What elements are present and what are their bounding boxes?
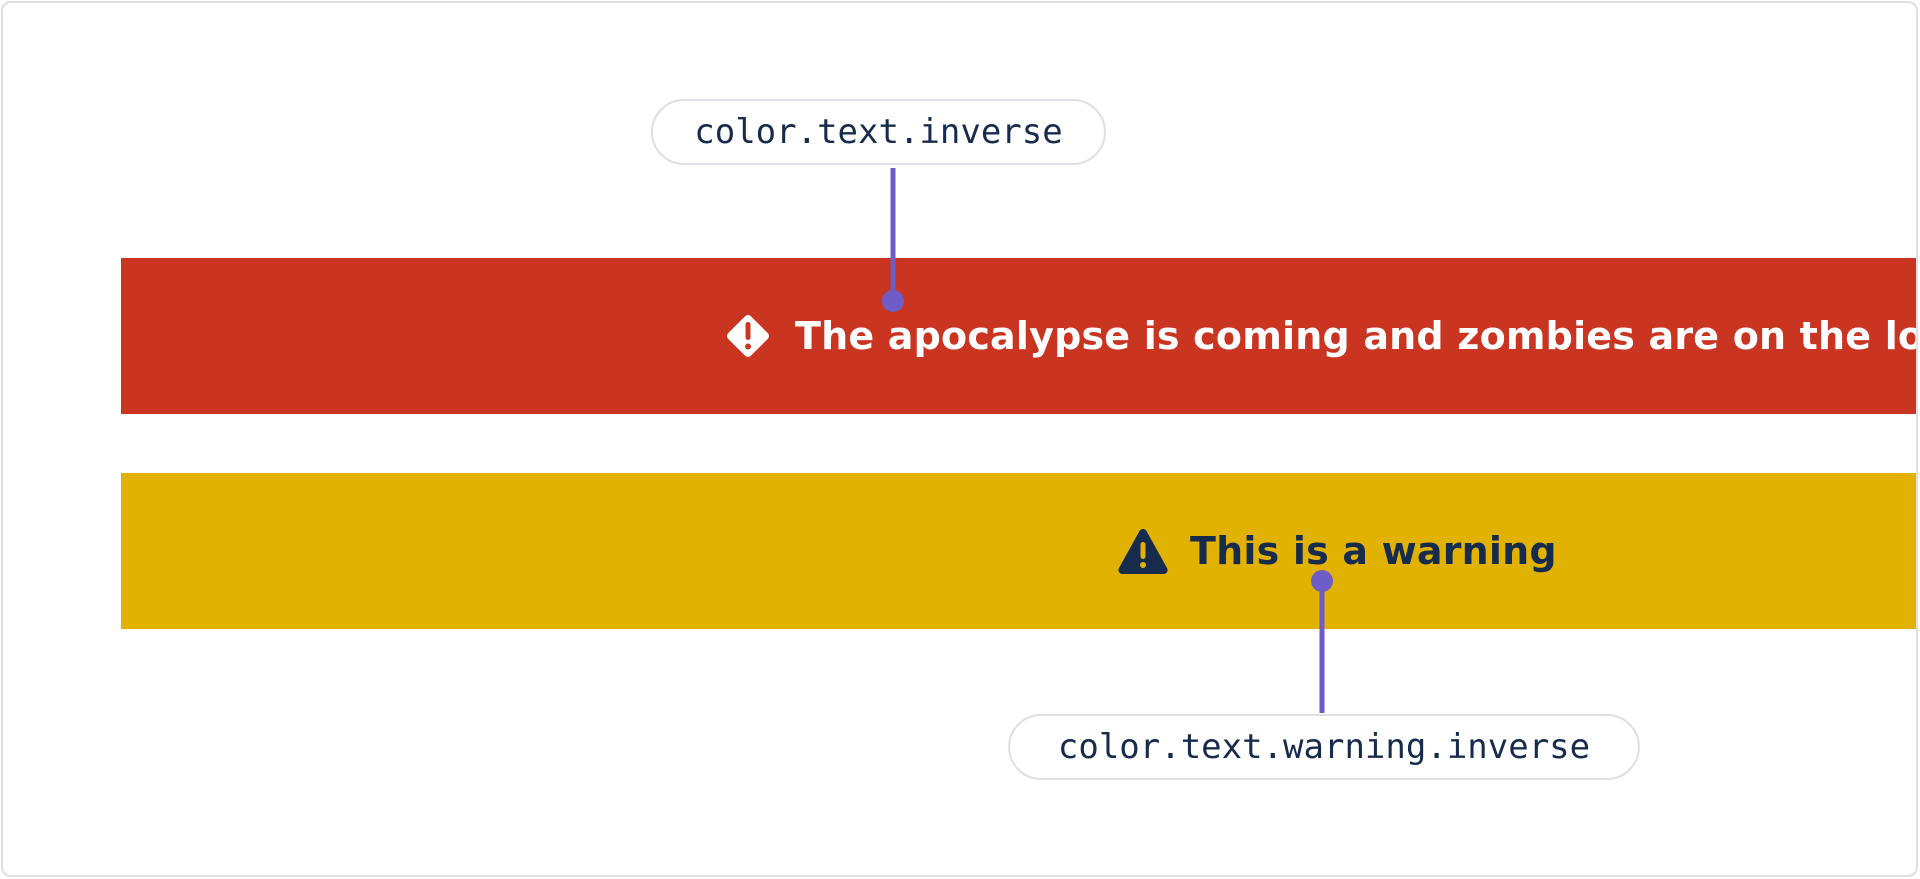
- error-banner-message: The apocalypse is coming and zombies are…: [795, 314, 1918, 358]
- token-label-bottom: color.text.warning.inverse: [1008, 714, 1640, 780]
- error-diamond-icon: [721, 309, 775, 363]
- error-banner-content: The apocalypse is coming and zombies are…: [721, 258, 1918, 414]
- token-label-top: color.text.inverse: [651, 99, 1106, 165]
- error-banner: The apocalypse is coming and zombies are…: [121, 258, 1918, 414]
- warning-triangle-icon: [1116, 524, 1170, 578]
- warning-banner: This is a warning: [121, 473, 1916, 629]
- warning-banner-content: This is a warning: [1116, 473, 1557, 629]
- warning-banner-message: This is a warning: [1190, 529, 1557, 573]
